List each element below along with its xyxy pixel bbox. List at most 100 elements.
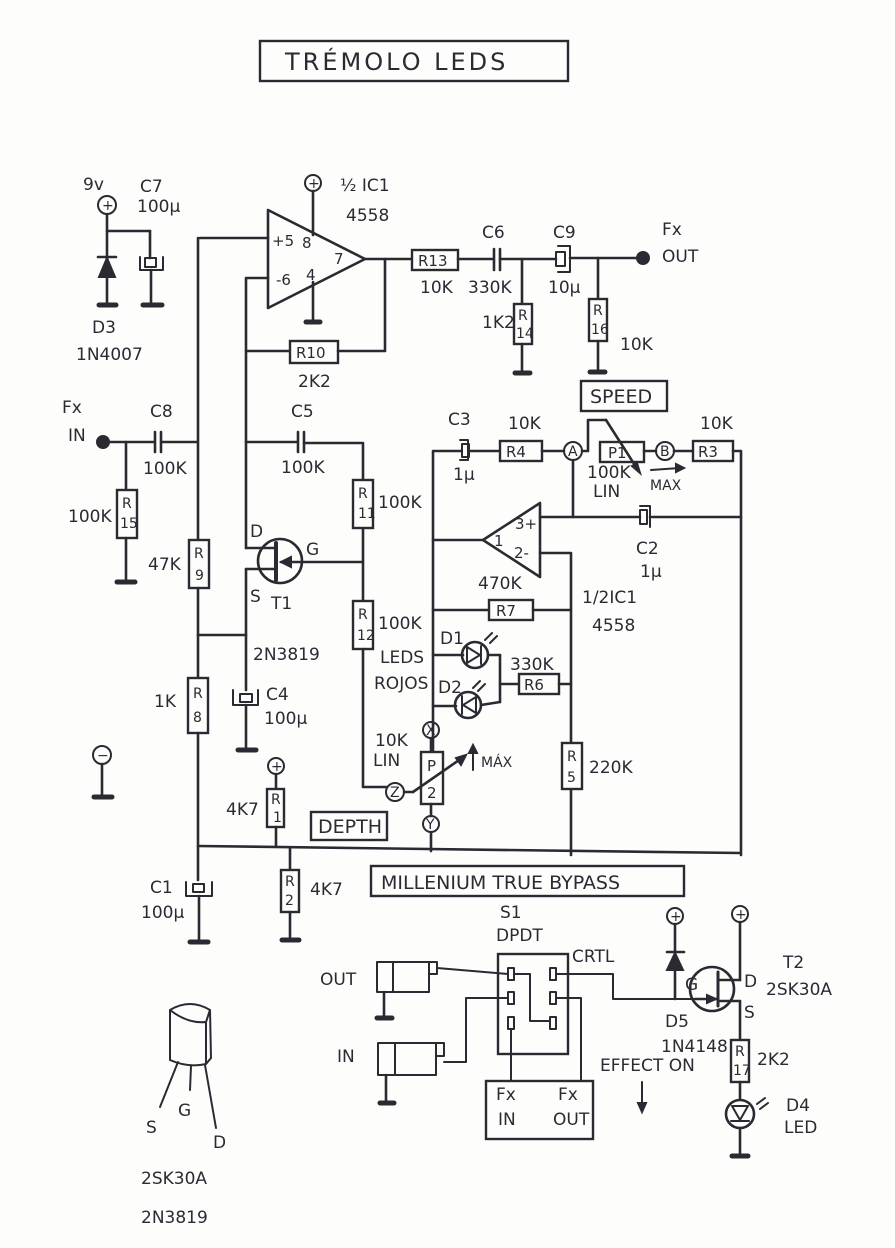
svg-text:100K: 100K	[378, 614, 422, 634]
svg-text:R7: R7	[496, 602, 516, 620]
title-text: TRÉMOLO LEDS	[284, 47, 508, 76]
svg-text:12: 12	[357, 628, 375, 644]
svg-text:10K: 10K	[620, 335, 654, 355]
svg-text:10K: 10K	[375, 731, 409, 751]
svg-text:3+: 3+	[515, 515, 537, 533]
svg-text:10K: 10K	[420, 278, 454, 298]
to92-package-icon	[169, 1003, 212, 1067]
svg-text:10µ: 10µ	[548, 278, 581, 298]
svg-text:1K2: 1K2	[482, 313, 515, 333]
svg-text:4558: 4558	[592, 616, 635, 636]
speed-label: SPEED	[590, 386, 652, 408]
svg-text:Fx: Fx	[496, 1085, 516, 1105]
depth-label: DEPTH	[318, 816, 382, 838]
svg-text:G: G	[178, 1101, 191, 1121]
svg-text:P1: P1	[608, 444, 627, 462]
svg-text:5: 5	[567, 770, 576, 786]
svg-text:17: 17	[733, 1063, 751, 1079]
svg-text:LEDS: LEDS	[380, 648, 424, 668]
svg-text:C6: C6	[482, 223, 505, 243]
svg-text:A: A	[568, 444, 578, 460]
svg-text:+: +	[670, 909, 682, 925]
svg-text:C3: C3	[448, 410, 471, 430]
svg-text:X: X	[426, 723, 436, 739]
svg-text:OUT: OUT	[662, 247, 699, 267]
svg-text:2SK30A: 2SK30A	[766, 980, 832, 1000]
lfo-section: SPEED C3 1µ R4 10K A P1 100K LIN MAX B R…	[309, 379, 743, 857]
svg-text:G: G	[685, 975, 698, 995]
power-supply: 9v + D3 1N4007 C7 100µ	[76, 175, 180, 365]
svg-text:R3: R3	[698, 443, 718, 461]
svg-text:2N3819: 2N3819	[141, 1208, 208, 1228]
input-section: Fx IN C8 100K R 15 100K R 9 47K R 8 1K	[62, 236, 248, 945]
svg-text:MAX: MAX	[650, 478, 682, 494]
svg-text:R: R	[271, 792, 281, 808]
svg-text:OUT: OUT	[553, 1110, 590, 1130]
svg-text:1N4148: 1N4148	[661, 1037, 728, 1057]
svg-text:100µ: 100µ	[137, 197, 180, 217]
svg-text:100K: 100K	[378, 493, 422, 513]
capacitor-c4-icon	[239, 693, 253, 703]
svg-text:15: 15	[120, 516, 138, 532]
svg-text:D: D	[213, 1133, 226, 1153]
svg-text:+: +	[102, 198, 114, 214]
output-jack-icon[interactable]	[376, 961, 430, 993]
svg-text:R4: R4	[506, 443, 526, 461]
svg-text:CRTL: CRTL	[572, 947, 615, 967]
svg-text:7: 7	[334, 250, 344, 268]
svg-text:1N4007: 1N4007	[76, 345, 143, 365]
svg-text:P: P	[427, 757, 436, 775]
jfet-t1-section: C5 100K R 11 100K R 12 100K D G S T1 2N3…	[196, 402, 742, 943]
led-d1-icon	[460, 640, 490, 670]
svg-text:R: R	[285, 874, 295, 890]
svg-text:D2: D2	[438, 678, 462, 698]
svg-text:S: S	[744, 1003, 755, 1023]
led-d2-icon	[453, 690, 483, 720]
svg-text:ROJOS: ROJOS	[374, 674, 428, 694]
supply-voltage-label: 9v	[83, 175, 104, 195]
svg-text:S1: S1	[500, 903, 522, 923]
svg-text:R: R	[194, 546, 204, 562]
capacitor-c2-icon	[639, 509, 648, 525]
svg-text:D: D	[744, 972, 757, 992]
svg-text:4558: 4558	[346, 206, 389, 226]
fx-out-jack-icon	[636, 251, 650, 265]
svg-text:R: R	[193, 686, 203, 702]
svg-text:Z: Z	[390, 785, 400, 801]
svg-text:16: 16	[591, 322, 609, 338]
resistor-r5	[560, 741, 584, 791]
svg-text:LIN: LIN	[373, 751, 400, 771]
svg-text:C2: C2	[636, 539, 659, 559]
input-jack-icon[interactable]	[377, 1042, 437, 1076]
svg-text:+: +	[308, 176, 320, 192]
svg-text:D4: D4	[786, 1096, 810, 1116]
svg-text:2: 2	[427, 784, 437, 802]
svg-text:C9: C9	[553, 223, 576, 243]
svg-text:R: R	[122, 496, 132, 512]
output-opamp-section: +5 -6 8 4 7 ½ IC1 4558 + R10 2K2 R13 10K…	[198, 174, 699, 550]
svg-text:R: R	[593, 303, 603, 319]
svg-text:4K7: 4K7	[226, 800, 259, 820]
svg-text:IN: IN	[68, 426, 86, 446]
svg-text:-6: -6	[276, 271, 291, 289]
depth-label-box	[309, 810, 389, 842]
transistor-pinout: S G D 2SK30A 2N3819	[141, 1003, 226, 1228]
svg-text:1: 1	[273, 810, 282, 826]
svg-text:R10: R10	[296, 344, 326, 362]
opamp-ic1b-icon	[481, 501, 542, 579]
jfet-t2-icon	[688, 965, 736, 1013]
svg-text:Y: Y	[425, 817, 435, 833]
svg-text:+: +	[735, 907, 747, 923]
svg-text:220K: 220K	[589, 758, 633, 778]
svg-text:R: R	[735, 1044, 745, 1060]
svg-text:11: 11	[358, 506, 376, 522]
svg-text:1K: 1K	[154, 692, 177, 712]
svg-text:470K: 470K	[478, 574, 522, 594]
svg-text:10K: 10K	[700, 414, 734, 434]
wiper-arrow-icon	[411, 756, 464, 794]
svg-text:100µ: 100µ	[264, 709, 307, 729]
bypass-section: MILLENIUM TRUE BYPASS OUT IN S1 DPDT CRT…	[320, 864, 832, 1159]
svg-text:S: S	[250, 587, 261, 607]
svg-text:D: D	[250, 522, 263, 542]
svg-text:R: R	[518, 308, 528, 324]
